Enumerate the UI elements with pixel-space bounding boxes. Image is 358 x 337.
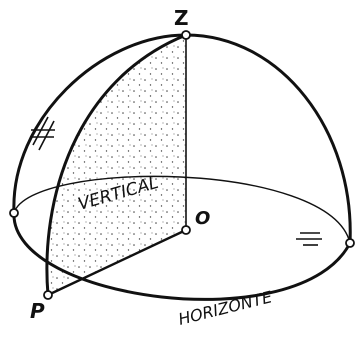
- vertical-plane: [46, 35, 187, 295]
- east-horizon-point: [345, 238, 355, 248]
- zenith-point: [181, 30, 191, 40]
- center-point: [181, 225, 191, 235]
- point-label: P: [30, 299, 45, 323]
- center-label: O: [195, 208, 210, 229]
- west-horizon-point: [9, 208, 19, 218]
- parallel-lines-mark: [30, 116, 55, 151]
- horizon-back-arc: [13, 175, 351, 244]
- center-to-p-radius: [47, 228, 187, 297]
- zenith-label: Z: [174, 6, 189, 30]
- p-point: [43, 290, 53, 300]
- vertical-circle: [45, 33, 187, 296]
- horizon-label: HORIZONTE: [176, 287, 274, 329]
- equal-lines-mark: [296, 232, 322, 246]
- horizon-front-arc: [12, 212, 352, 301]
